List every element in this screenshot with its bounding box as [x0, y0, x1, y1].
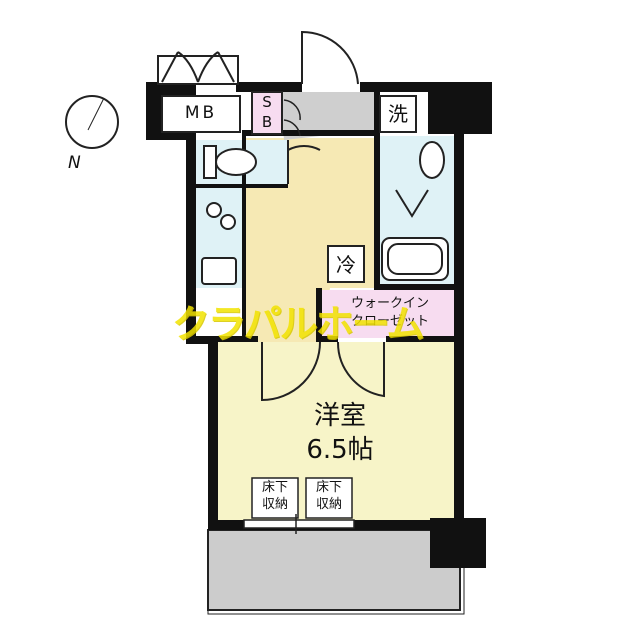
bathroom-door	[395, 189, 429, 218]
mb-label: MB	[184, 103, 218, 123]
kitchen-stove	[206, 202, 236, 230]
compass-north-label: N	[68, 153, 81, 173]
washing-machine	[379, 95, 417, 133]
entrance-door	[301, 30, 359, 85]
fridge	[327, 245, 365, 283]
underfloor-storage-1-line1: 床下	[261, 480, 288, 495]
walk-in-closet-label-line2: クローゼット	[350, 314, 429, 329]
corridor-floor-extension	[244, 288, 330, 342]
entrance-storage	[280, 92, 374, 140]
sb-label-bottom: B	[261, 113, 273, 131]
toilet-door	[287, 140, 321, 184]
western-room-size: 6.5帖	[306, 435, 374, 465]
mb-closet-doors	[157, 51, 239, 85]
wash-basin	[419, 141, 445, 179]
western-room-doors	[261, 341, 385, 402]
sb-label-top: S	[262, 93, 272, 111]
underfloor-storage-2-line2: 収納	[315, 497, 342, 512]
sb-door	[283, 99, 301, 137]
fridge-label: 冷	[336, 253, 356, 277]
compass-icon	[65, 95, 119, 149]
western-room-name: 洋室	[313, 401, 366, 431]
walls	[146, 82, 492, 568]
underfloor-storage-2-line1: 床下	[315, 480, 342, 495]
toilet	[203, 145, 257, 179]
kitchen-sink	[201, 257, 237, 285]
watermark: クラパルホーム	[172, 302, 424, 346]
underfloor-storage-1	[251, 477, 299, 519]
bathtub	[381, 237, 449, 281]
laundry-label: 洗	[388, 102, 408, 126]
underfloor-storage-1-line2: 収納	[261, 497, 288, 512]
balcony	[207, 529, 461, 611]
compass	[60, 92, 124, 156]
balcony-window	[243, 514, 355, 534]
walk-in-closet-label-line1: ウォークイン	[350, 296, 429, 311]
sb-closet	[251, 91, 283, 135]
underfloor-storage-2	[305, 477, 353, 519]
mb-box	[161, 95, 241, 133]
walk-in-closet-area	[322, 290, 456, 338]
